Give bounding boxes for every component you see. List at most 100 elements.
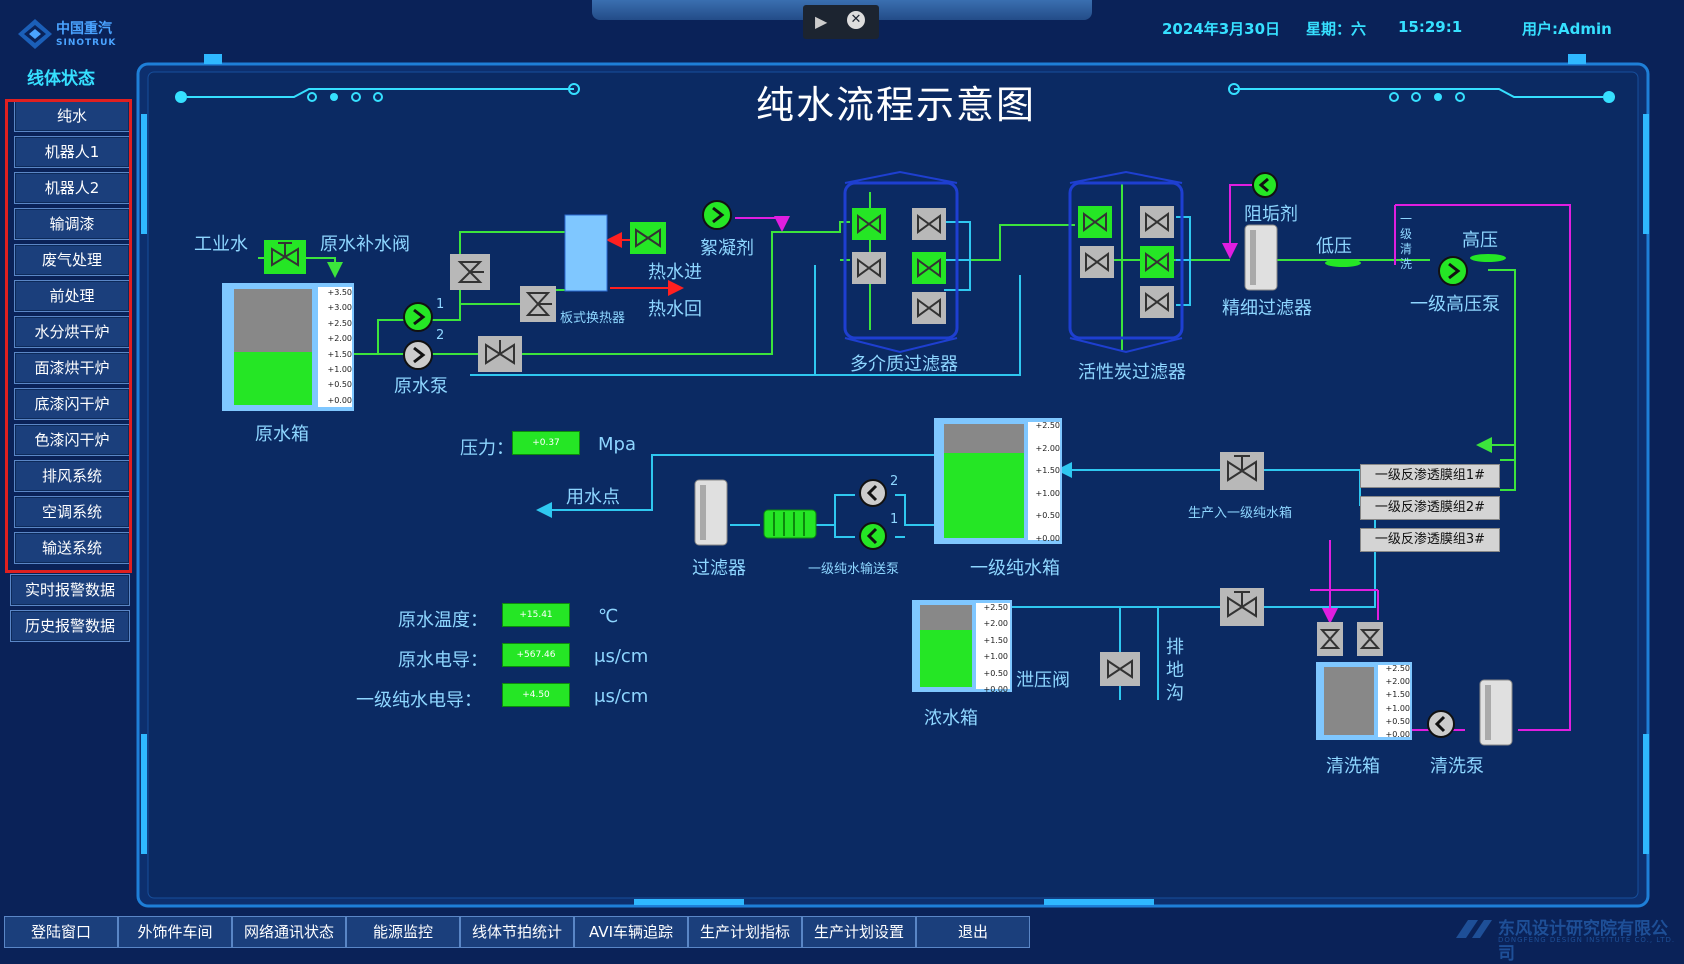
filter-valve-icon[interactable] (912, 292, 946, 324)
ro-module-2[interactable]: 一级反渗透膜组2# (1360, 496, 1500, 520)
high-pressure-label: 高压 (1462, 230, 1498, 251)
carbon-valve-icon[interactable] (1140, 246, 1174, 278)
sidebar-item-exhaust-system[interactable]: 排风系统 (14, 460, 130, 492)
sidebar-item-water-oven[interactable]: 水分烘干炉 (14, 316, 130, 348)
filter-valve-icon[interactable] (912, 252, 946, 284)
filter-valve-icon[interactable] (912, 208, 946, 240)
raw-temp-value: +15.41 (502, 603, 570, 627)
raw-temp-unit: ℃ (598, 606, 619, 627)
concentrate-valve-icon[interactable] (1220, 588, 1264, 626)
pointer-icon[interactable]: ▶ (815, 12, 828, 31)
bottom-nav-login[interactable]: 登陆窗口 (4, 916, 118, 948)
sidebar-item-realtime-alarms[interactable]: 实时报警数据 (10, 574, 130, 606)
pressure-value: +0.37 (512, 431, 580, 455)
sidebar-item-robot1[interactable]: 机器人1 (14, 136, 130, 168)
scale-tick: +1.00 (983, 652, 1008, 662)
relief-valve-icon[interactable] (1100, 652, 1140, 686)
clean-tank-label: 清洗箱 (1326, 756, 1380, 777)
carbon-valve-icon[interactable] (1078, 206, 1112, 238)
sidebar-item-history-alarms[interactable]: 历史报警数据 (10, 610, 130, 642)
raw-tank-label: 原水箱 (255, 424, 309, 445)
scale-tick: +1.50 (1385, 690, 1410, 700)
bottom-nav-avi-tracking[interactable]: AVI车辆追踪 (574, 916, 688, 948)
clean-pump-icon[interactable] (1427, 710, 1455, 738)
raw-pump-1-icon[interactable] (403, 302, 433, 332)
raw-pump-2-icon[interactable] (403, 340, 433, 370)
concentrate-tank-scale: +2.50 +2.00 +1.50 +1.00 +0.50 +0.00 (976, 600, 1008, 698)
drain-label: 排地沟 (1166, 637, 1184, 704)
ro-module-1[interactable]: 一级反渗透膜组1# (1360, 464, 1500, 488)
raw-cond-label: 原水电导： (398, 650, 488, 671)
remote-toolbar[interactable]: ▶ ✕ (803, 5, 879, 39)
scale-tick: +0.00 (1035, 533, 1060, 543)
hot-water-valve-icon[interactable] (630, 222, 666, 254)
highlight-box (5, 99, 132, 573)
raw-tank-scale: +3.50 +3.00 +2.50 +2.00 +1.50 +1.00 +0.5… (320, 285, 352, 408)
transfer-pump-2-icon[interactable] (859, 479, 887, 507)
scale-tick: +2.00 (1385, 677, 1410, 687)
low-pressure-label: 低压 (1316, 236, 1352, 257)
bottom-nav-plan-indicators[interactable]: 生产计划指标 (688, 916, 802, 948)
makeup-valve-icon[interactable] (264, 240, 306, 274)
clean-tank-scale: +2.50 +2.00 +1.50 +1.00 +0.50 +0.00 (1378, 662, 1410, 741)
sidebar-item-topcoat-oven[interactable]: 面漆烘干炉 (14, 352, 130, 384)
scale-tick: +0.00 (983, 685, 1008, 695)
clean-valve-icon[interactable] (1357, 622, 1383, 656)
close-icon[interactable]: ✕ (847, 11, 865, 29)
bottom-nav-takt-stats[interactable]: 线体节拍统计 (460, 916, 574, 948)
pressure-label: 压力： (460, 438, 514, 459)
bottom-nav-exterior-workshop[interactable]: 外饰件车间 (118, 916, 232, 948)
pump-number-1: 1 (436, 297, 445, 312)
sidebar-item-primer-flash[interactable]: 底漆闪干炉 (14, 388, 130, 420)
pure-cond-unit: μs/cm (594, 686, 649, 707)
weekday-display: 星期：六 (1306, 20, 1367, 38)
scale-tick: +2.50 (327, 318, 352, 328)
scale-tick: +1.50 (1035, 466, 1060, 475)
scale-tick: +0.50 (983, 668, 1008, 678)
dongfeng-logo-icon (1456, 920, 1492, 938)
scale-tick: +1.50 (327, 349, 352, 359)
bottom-nav-network-status[interactable]: 网络通讯状态 (232, 916, 346, 948)
logo-subtext: SINOTRUK (56, 38, 117, 48)
sidebar-item-hvac[interactable]: 空调系统 (14, 496, 130, 528)
scale-tick: +2.50 (983, 603, 1008, 612)
sidebar-item-exhaust-treatment[interactable]: 废气处理 (14, 244, 130, 276)
carbon-valve-icon[interactable] (1140, 206, 1174, 238)
scale-tick: +1.00 (1035, 488, 1060, 498)
raw-pump-label: 原水泵 (394, 376, 448, 397)
scale-inhibitor-label: 阻垢剂 (1244, 204, 1298, 225)
section-title: 线体状态 (27, 69, 95, 89)
ro-module-3[interactable]: 一级反渗透膜组3# (1360, 528, 1500, 552)
carbon-valve-icon[interactable] (1080, 246, 1114, 278)
filter-valve-icon[interactable] (852, 252, 886, 284)
transfer-pump-1-icon[interactable] (859, 522, 887, 550)
filter-valve-icon[interactable] (852, 208, 886, 240)
scale-inhibitor-pump-icon[interactable] (1252, 172, 1278, 198)
sidebar-item-paint-supply[interactable]: 输调漆 (14, 208, 130, 240)
scale-tick: +0.50 (1035, 511, 1060, 520)
hp-pump-icon[interactable] (1438, 256, 1468, 286)
sidebar-item-pure-water[interactable]: 纯水 (14, 100, 130, 132)
carbon-valve-icon[interactable] (1140, 286, 1174, 318)
logo-text: 中国重汽 (56, 21, 112, 37)
makeup-valve-label: 原水补水阀 (320, 234, 410, 255)
valve-icon[interactable] (478, 336, 522, 372)
scale-tick: +2.50 (1035, 421, 1060, 430)
scale-tick: +1.00 (327, 365, 352, 375)
sidebar-item-conveyor[interactable]: 输送系统 (14, 532, 130, 564)
scale-tick: +2.00 (327, 334, 352, 344)
clean-valve-icon[interactable] (1317, 622, 1343, 656)
scale-tick: +0.50 (327, 380, 352, 390)
relief-valve-label: 泄压阀 (1016, 670, 1070, 691)
valve-icon[interactable] (450, 254, 490, 290)
scale-tick: +2.50 (1385, 664, 1410, 673)
flocculant-pump-icon[interactable] (702, 200, 732, 230)
ro-return-valve-icon[interactable] (1220, 452, 1264, 490)
bottom-nav-exit[interactable]: 退出 (916, 916, 1030, 948)
scale-tick: +3.50 (327, 288, 352, 297)
bottom-nav-energy[interactable]: 能源监控 (346, 916, 460, 948)
bottom-nav-plan-settings[interactable]: 生产计划设置 (802, 916, 916, 948)
sidebar-item-robot2[interactable]: 机器人2 (14, 172, 130, 204)
valve-icon[interactable] (520, 286, 556, 322)
